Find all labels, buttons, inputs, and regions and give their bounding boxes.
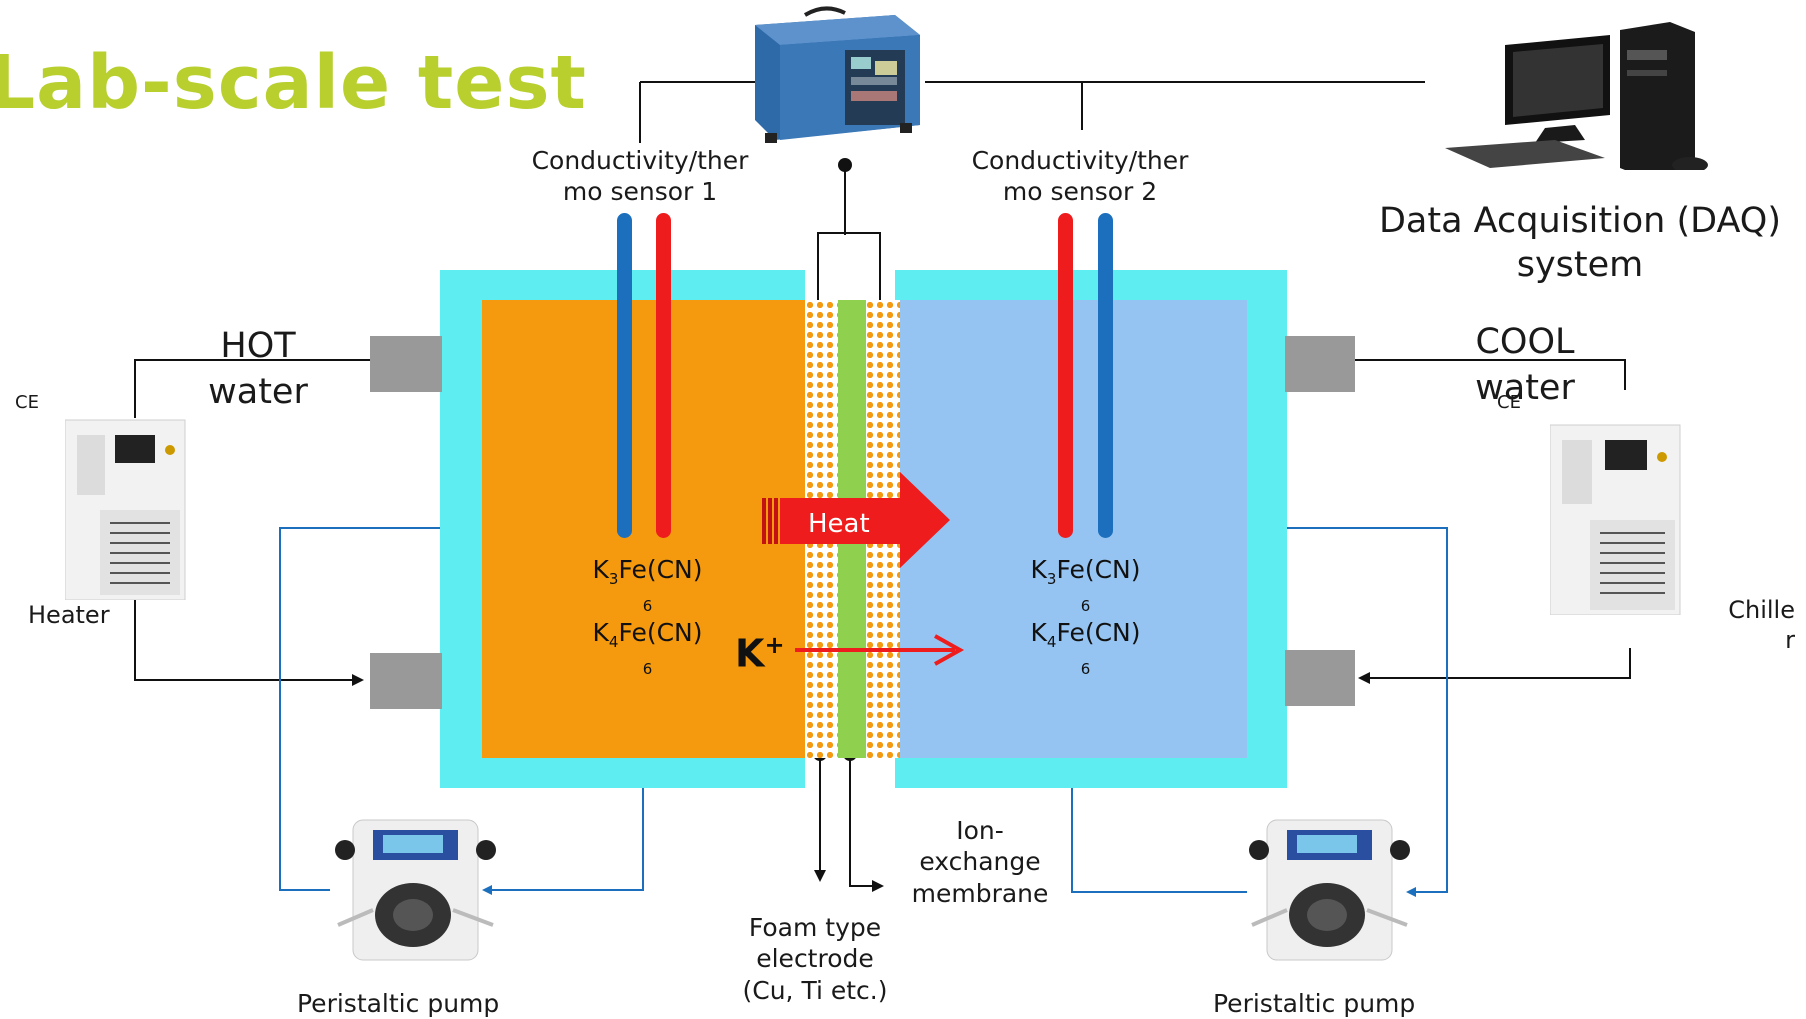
- hot-electrolyte: [482, 300, 810, 758]
- right-solution-formula: K3Fe(CN)6 K4Fe(CN)6: [1013, 555, 1158, 681]
- sensor1-probe-blue: [617, 213, 632, 538]
- pump-left-label: Peristaltic pump: [297, 989, 500, 1018]
- ion-flow-arrow: [795, 634, 965, 666]
- sensor2-probe-blue: [1098, 213, 1113, 538]
- left-formula-line2: K4Fe(CN)6: [592, 618, 703, 678]
- right-formula-line2: K4Fe(CN)6: [1030, 618, 1141, 678]
- pump-right-label: Peristaltic pump: [1213, 989, 1416, 1018]
- page-title: Lab-scale test: [0, 40, 587, 126]
- heat-label: Heat: [808, 509, 870, 539]
- wire-arrows: [134, 595, 1631, 892]
- peristaltic-pump-icon-right: [1249, 819, 1410, 961]
- heater-label: Heater: [28, 601, 110, 629]
- ion-symbol: K: [735, 631, 765, 676]
- ion-charge: +: [764, 631, 785, 659]
- hot-inlet-port: [370, 336, 442, 392]
- chiller-ce-mark: CE: [1497, 392, 1521, 413]
- left-solution-formula: K3Fe(CN)6 K4Fe(CN)6: [575, 555, 720, 681]
- daq-box-icon: [755, 6, 920, 143]
- hot-outlet-port: [370, 653, 442, 709]
- ion-label: K+: [735, 630, 785, 678]
- right-formula-line1: K3Fe(CN)6: [1030, 555, 1141, 615]
- daq-label: Data Acquisition (DAQ)system: [1378, 201, 1782, 285]
- sensor1-probe-red: [656, 213, 671, 538]
- computer-icon: [1445, 22, 1708, 170]
- cool-outlet-port: [1285, 650, 1355, 706]
- cool-inlet-port: [1285, 336, 1355, 392]
- heat-arrow: [762, 472, 950, 568]
- left-formula-line1: K3Fe(CN)6: [592, 555, 703, 615]
- peristaltic-pump-icon-left: [335, 819, 496, 961]
- heater-ce-mark: CE: [15, 392, 39, 413]
- heater-unit-icon: [65, 419, 186, 600]
- chiller-unit-icon: [1550, 424, 1681, 615]
- sensor2-probe-red: [1058, 213, 1073, 538]
- flow-loops: [279, 523, 1448, 897]
